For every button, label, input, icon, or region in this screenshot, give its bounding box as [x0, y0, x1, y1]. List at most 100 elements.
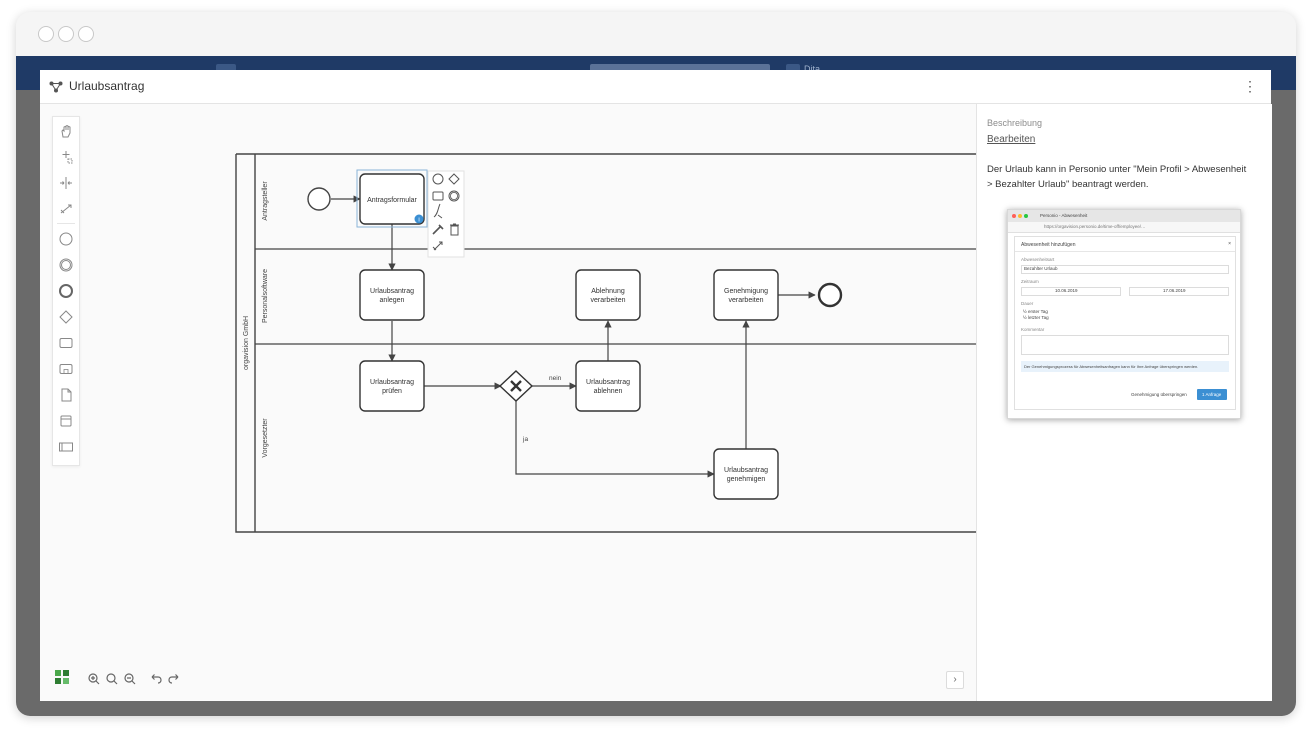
browser-chrome [16, 12, 1296, 57]
screenshot-dot-yellow [1018, 214, 1022, 218]
screenshot-date-to: 17.06.2019 [1163, 288, 1186, 293]
screenshot-type-label: Abwesenheitsart [1021, 257, 1055, 262]
pool-orgavision[interactable]: orgavision GmbH [235, 153, 976, 533]
lane-antragsteller[interactable]: Antragsteller [255, 181, 976, 250]
screenshot-tabbar: Personio - Abwesenheit [1008, 210, 1240, 222]
delete-trash-icon[interactable] [450, 223, 459, 236]
task-label-line2: anlegen [380, 297, 405, 304]
append-gateway-icon[interactable] [448, 173, 460, 185]
task-label-line2: verarbeiten [590, 297, 625, 304]
bpmn-canvas[interactable]: orgavision GmbH Antragsteller Personalso… [40, 104, 976, 701]
selection-outline [356, 169, 428, 228]
flow-label-nein: nein [549, 375, 562, 382]
info-badge-icon[interactable] [414, 214, 424, 224]
append-task-icon[interactable] [432, 191, 444, 201]
browser-frame: Dita Urlaubsantrag ⋮ [16, 12, 1296, 716]
process-icon [49, 81, 63, 93]
append-end-event-icon[interactable] [432, 173, 444, 185]
task-label-line1: Urlaubsantrag [586, 379, 630, 386]
screenshot-divider [1015, 251, 1235, 252]
screenshot-date-from-box [1021, 287, 1121, 296]
gateway-icon[interactable] [58, 309, 74, 325]
screenshot-date-to-box [1129, 287, 1229, 296]
screenshot-date-from: 10.06.2019 [1055, 288, 1078, 293]
subprocess-icon[interactable] [58, 361, 74, 377]
window-close-dot[interactable] [38, 26, 54, 42]
context-pad [427, 170, 465, 258]
end-event-icon[interactable] [58, 283, 74, 299]
sequence-flows [331, 195, 816, 478]
process-modal: Urlaubsantrag ⋮ [40, 70, 1272, 701]
lane-label-antragsteller: Antragsteller [262, 181, 269, 221]
lane-label-vorgesetzter: Vorgesetzter [262, 418, 269, 458]
end-event[interactable] [817, 282, 843, 308]
global-connect-icon[interactable] [58, 201, 74, 217]
space-tool-icon[interactable] [58, 175, 74, 191]
screenshot-duration-label: Dauer [1021, 301, 1034, 306]
screenshot-urlbar: https://orgavision.personio.de/time-off/… [1008, 222, 1240, 233]
screenshot-info-box [1021, 361, 1229, 372]
append-intermediate-event-icon[interactable] [448, 190, 460, 202]
screenshot-period-label: Zeitraum [1021, 279, 1039, 284]
pool-label: orgavision GmbH [243, 316, 250, 370]
undo-icon[interactable] [148, 671, 164, 687]
palette-separator [57, 223, 75, 224]
kebab-menu-icon[interactable]: ⋮ [1243, 78, 1257, 94]
bpmn-diagram: orgavision GmbH Antragsteller Personalso… [235, 153, 976, 533]
start-event[interactable] [307, 187, 331, 211]
lane-personalsoftware[interactable]: Personalsoftware [255, 269, 976, 345]
task-label: Antragsformular [367, 197, 417, 204]
task-urlaubsantrag-ablehnen[interactable]: Urlaubsantrag ablehnen [575, 360, 641, 412]
task-ablehnung-verarbeiten[interactable]: Ablehnung verarbeiten [575, 269, 641, 321]
embedded-screenshot: Personio - Abwesenheit https://orgavisio… [1007, 209, 1241, 419]
screenshot-info-text: Der Genehmigungsprozess für Abwesenheits… [1024, 364, 1199, 369]
zoom-out-icon[interactable] [122, 671, 138, 687]
edit-link[interactable]: Bearbeiten [987, 134, 1036, 145]
description-label: Beschreibung [987, 118, 1043, 128]
task-icon[interactable] [58, 335, 74, 351]
modal-title: Urlaubsantrag [69, 79, 145, 93]
description-text: Der Urlaub kann in Personio unter "Mein … [987, 164, 1247, 190]
blurred-search-suffix: Dita [804, 64, 821, 74]
window-maximize-dot[interactable] [78, 26, 94, 42]
task-urlaubsantrag-anlegen[interactable]: Urlaubsantrag anlegen [359, 269, 425, 321]
task-label-line2: verarbeiten [728, 297, 763, 304]
screenshot-submit-bg [1197, 389, 1227, 400]
zoom-reset-icon[interactable] [104, 671, 120, 687]
task-label-line1: Ablehnung [591, 288, 625, 295]
task-urlaubsantrag-genehmigen[interactable]: Urlaubsantrag genehmigen [713, 448, 779, 500]
screenshot-dialog: Abwesenheit hinzufügen × Abwesenheitsart… [1014, 236, 1236, 410]
connect-arrow-icon[interactable] [432, 241, 443, 251]
redo-icon[interactable] [166, 671, 182, 687]
hand-tool-icon[interactable] [58, 123, 74, 139]
change-type-wrench-icon[interactable] [432, 224, 444, 235]
start-event-icon[interactable] [58, 231, 74, 247]
task-label-line2: ablehnen [594, 388, 623, 395]
data-store-icon[interactable] [58, 413, 74, 429]
panel-toggle-button[interactable]: › [946, 671, 964, 689]
task-label-line1: Urlaubsantrag [370, 379, 414, 386]
task-genehmigung-verarbeiten[interactable]: Genehmigung verarbeiten [713, 269, 779, 321]
intermediate-event-icon[interactable] [58, 257, 74, 273]
screenshot-tab: Personio - Abwesenheit [1040, 213, 1088, 218]
data-object-icon[interactable] [58, 387, 74, 403]
connect-icon[interactable] [433, 203, 443, 219]
flow-label-ja: ja [522, 436, 528, 443]
task-label-line2: prüfen [382, 388, 402, 395]
zoom-in-icon[interactable] [86, 671, 102, 687]
task-label-line1: Genehmigung [724, 288, 768, 295]
window-minimize-dot[interactable] [58, 26, 74, 42]
tool-palette [52, 116, 80, 466]
lane-label-personalsoftware: Personalsoftware [262, 269, 269, 323]
participant-icon[interactable] [58, 439, 74, 455]
bpmn-logo-icon[interactable] [54, 669, 70, 685]
task-label-line1: Urlaubsantrag [370, 288, 414, 295]
lane-vorgesetzter[interactable]: Vorgesetzter [262, 418, 269, 458]
exclusive-gateway[interactable] [498, 370, 534, 402]
description-panel: Beschreibung Bearbeiten Der Urlaub kann … [976, 104, 1272, 701]
task-urlaubsantrag-pruefen[interactable]: Urlaubsantrag prüfen [359, 360, 425, 412]
screenshot-dot-green [1024, 214, 1028, 218]
screenshot-dialog-title: Abwesenheit hinzufügen [1021, 242, 1076, 248]
lasso-tool-icon[interactable] [58, 149, 74, 165]
task-antragsformular[interactable]: Antragsformular [359, 173, 425, 225]
